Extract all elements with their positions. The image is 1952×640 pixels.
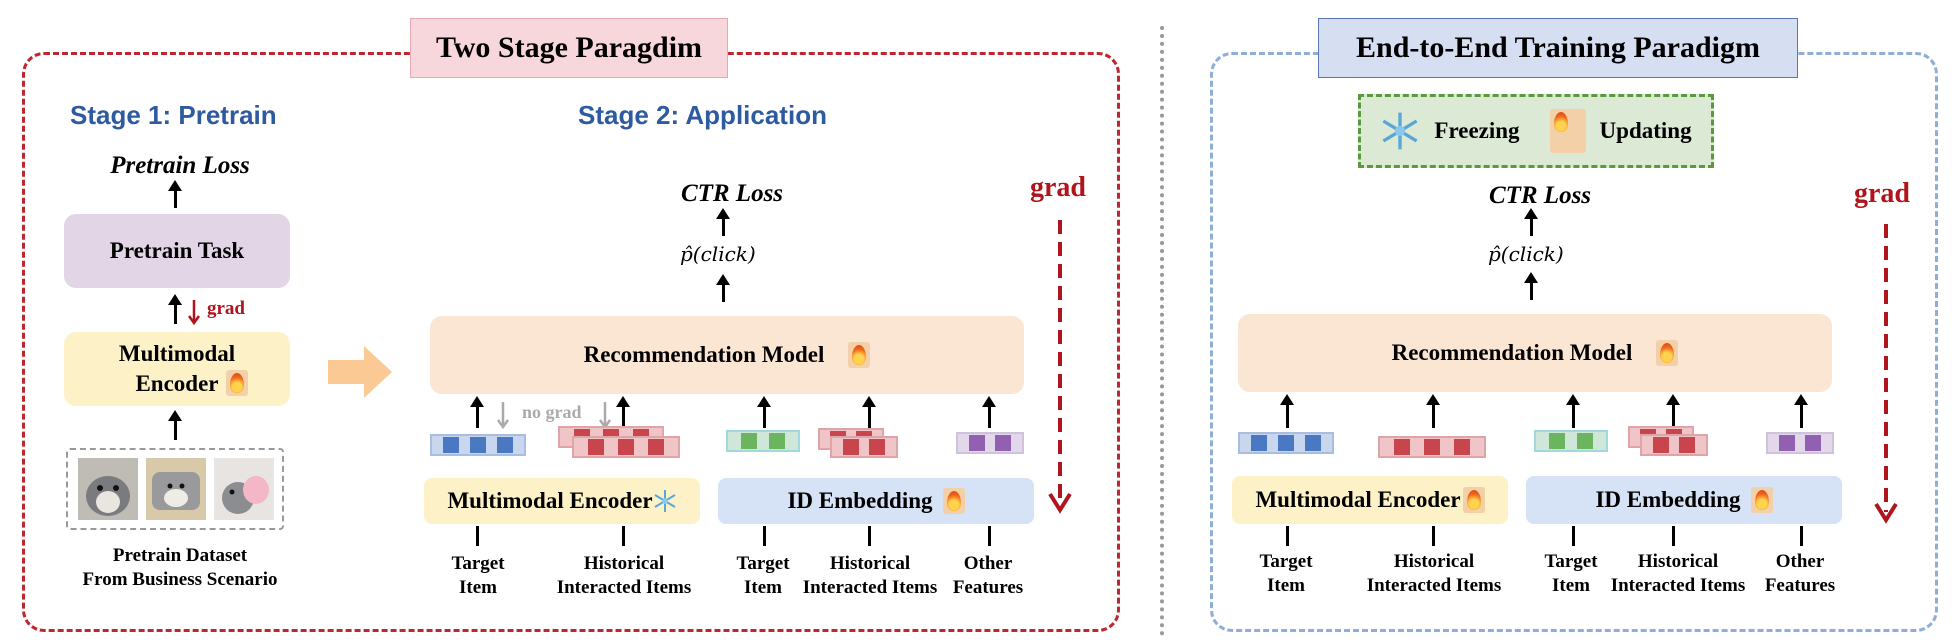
- plush-pink-image: [214, 458, 274, 520]
- stage-transition-arrow: [328, 346, 392, 398]
- right-arrow-pclick-to-loss: [1524, 208, 1538, 236]
- stage2-ctr-loss: CTR Loss: [680, 180, 784, 207]
- id-fire-icon: [942, 488, 965, 514]
- plush-pillow-image: [146, 458, 206, 520]
- arrow-task-to-loss: [168, 180, 182, 208]
- stage2-heading: Stage 2: Application: [578, 100, 827, 130]
- line-in-4: [868, 526, 871, 546]
- right-arrow-3: [1566, 394, 1580, 428]
- legend-snowflake-icon: [1382, 112, 1418, 150]
- right-ctr-loss: CTR Loss: [1488, 182, 1592, 209]
- arrow-hist-id: [862, 396, 876, 428]
- token-other: [956, 432, 1024, 454]
- stage1-encoder-box: Multimodal Encoder: [64, 332, 290, 406]
- right-arrow-model-to-pclick: [1524, 272, 1538, 300]
- stage2-grad-label: grad: [1030, 172, 1086, 203]
- dataset-caption-line1: Pretrain Dataset: [112, 545, 248, 566]
- end-to-end-title: End-to-End Training Paradigm: [1318, 18, 1798, 78]
- right-encoder-fire-icon: [1462, 487, 1485, 513]
- token-target-id: [726, 430, 800, 452]
- right-line-2: [1432, 526, 1435, 546]
- legend-box: Freezing Updating: [1358, 94, 1714, 168]
- right-grad-arrow: [1874, 224, 1898, 524]
- legend-freezing: Freezing: [1434, 118, 1520, 143]
- two-stage-title: Two Stage Paragdim: [410, 18, 728, 78]
- stage2-encoder-label: Multimodal Encoder: [447, 488, 653, 513]
- right-model-fire-icon: [1656, 340, 1679, 366]
- stage1-heading: Stage 1: Pretrain: [70, 100, 277, 130]
- pretrain-task-box: Pretrain Task: [64, 214, 290, 288]
- plush-toy-image: [78, 458, 138, 520]
- right-multimodal-encoder: Multimodal Encoder: [1232, 476, 1508, 524]
- stage1-encoder-label: Multimodal Encoder: [118, 341, 236, 396]
- right-line-1: [1286, 526, 1289, 546]
- model-fire-icon: [848, 342, 871, 368]
- right-arrow-5: [1794, 394, 1808, 428]
- right-token-target-id: [1534, 430, 1608, 452]
- dataset-images-box: [66, 448, 284, 530]
- right-token-hist-mm: [1378, 436, 1486, 458]
- pretrain-loss: Pretrain Loss: [110, 152, 250, 179]
- stage2-id-embedding: ID Embedding: [718, 478, 1034, 524]
- line-in-1: [476, 526, 479, 546]
- arrow-hist-emb: [616, 396, 630, 428]
- arrow-other-feat: [982, 396, 996, 428]
- legend-updating: Updating: [1599, 118, 1692, 143]
- stage2-model-label: Recommendation Model: [583, 342, 825, 367]
- right-arrow-2: [1426, 394, 1440, 428]
- legend-fire-icon: [1549, 109, 1586, 153]
- right-id-embedding: ID Embedding: [1526, 476, 1842, 524]
- arrow-dataset-to-encoder: [168, 410, 182, 440]
- right-recommendation-model: Recommendation Model: [1238, 314, 1832, 392]
- no-grad-arrow-1: [496, 402, 510, 430]
- stage2-grad-arrow: [1048, 220, 1072, 514]
- right-token-other: [1766, 432, 1834, 454]
- dataset-caption-line2: From Business Scenario: [82, 569, 278, 590]
- stage2-recommendation-model: Recommendation Model: [430, 316, 1024, 394]
- line-in-5: [988, 526, 991, 546]
- right-model-label: Recommendation Model: [1391, 340, 1633, 365]
- right-arrow-1: [1280, 394, 1294, 428]
- no-grad-label: no grad: [522, 402, 582, 422]
- updating-fire-icon: [226, 370, 248, 396]
- stage2-multimodal-encoder: Multimodal Encoder: [424, 478, 700, 524]
- panel-divider: [1160, 26, 1164, 636]
- right-line-4: [1672, 526, 1675, 546]
- right-arrow-4: [1666, 394, 1680, 428]
- arrow-target-emb: [470, 396, 484, 428]
- right-id-fire-icon: [1750, 487, 1773, 513]
- right-token-target-mm: [1238, 432, 1334, 454]
- right-encoder-label: Multimodal Encoder: [1255, 487, 1461, 512]
- right-token-hist-id-front: [1640, 434, 1708, 456]
- arrow-target-id: [757, 396, 771, 428]
- stage1-grad-label: grad: [207, 298, 245, 319]
- right-pclick: p̂(click): [1488, 242, 1564, 266]
- arrow-encoder-to-task: [168, 294, 182, 324]
- right-line-5: [1800, 526, 1803, 546]
- line-in-3: [763, 526, 766, 546]
- freezing-snowflake-icon: [654, 490, 676, 512]
- stage2-id-label: ID Embedding: [787, 488, 933, 513]
- right-line-3: [1572, 526, 1575, 546]
- token-hist-mm-front: [572, 436, 680, 458]
- token-hist-id-front: [830, 436, 898, 458]
- grad-down-arrow: [187, 300, 201, 326]
- token-target-mm: [430, 434, 526, 456]
- right-grad-label: grad: [1854, 178, 1910, 209]
- right-id-label: ID Embedding: [1595, 487, 1741, 512]
- line-in-2: [622, 526, 625, 546]
- arrow-pclick-to-loss: [716, 208, 730, 236]
- arrow-model-to-pclick: [716, 274, 730, 302]
- stage2-pclick: p̂(click): [680, 242, 756, 266]
